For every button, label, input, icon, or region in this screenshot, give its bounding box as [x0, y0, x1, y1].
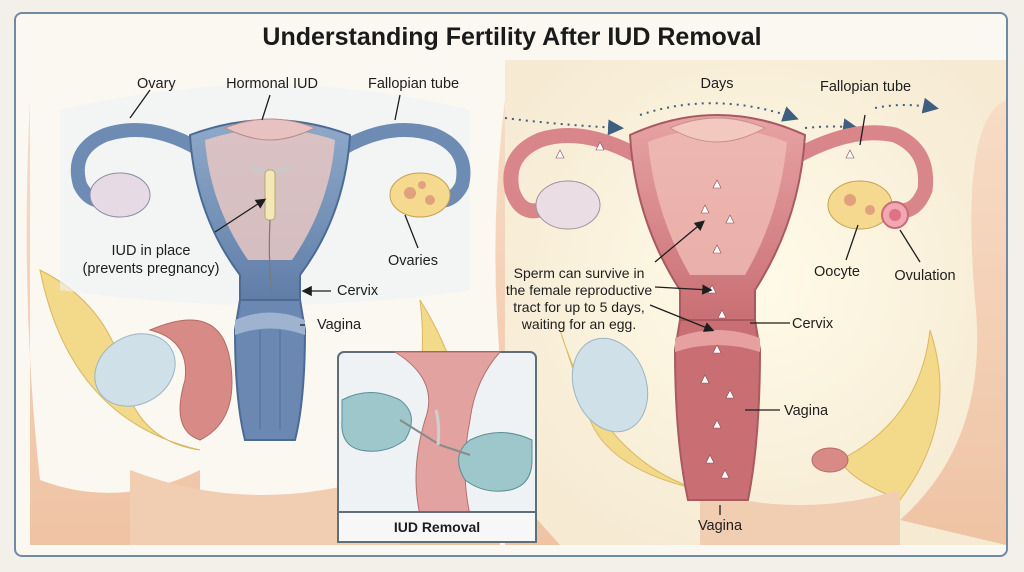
- label-right-vagina-lower: Vagina: [698, 518, 743, 534]
- label-ovulation: Ovulation: [894, 268, 955, 284]
- glove-left: [342, 393, 412, 452]
- label-prevents-pregnancy: (prevents pregnancy): [82, 261, 219, 277]
- label-days: Days: [700, 76, 733, 92]
- label-left-vagina: Vagina: [317, 317, 362, 333]
- follicle: [404, 187, 416, 199]
- label-left-cervix: Cervix: [337, 283, 379, 299]
- sperm-note-line-3: tract for up to 5 days,: [513, 299, 645, 315]
- left-ovary-right: [390, 173, 450, 217]
- label-ovary: Ovary: [137, 76, 176, 92]
- glove-right: [459, 433, 532, 492]
- follicle: [418, 181, 426, 189]
- sperm-note-line-1: Sperm can survive in: [514, 265, 645, 281]
- left-ovary-left: [90, 173, 150, 217]
- follicle: [844, 194, 856, 206]
- label-iud-in-place: IUD in place: [112, 243, 191, 259]
- sperm-note-line-4: waiting for an egg.: [521, 316, 636, 332]
- label-right-vagina-upper: Vagina: [784, 403, 829, 419]
- follicle: [865, 205, 875, 215]
- right-ovary-right: [828, 181, 892, 229]
- inset-caption: IUD Removal: [394, 519, 480, 535]
- diagram-title: Understanding Fertility After IUD Remova…: [262, 23, 761, 51]
- right-bowel: [812, 448, 848, 472]
- right-ovary-left: [536, 181, 600, 229]
- follicle: [425, 195, 435, 205]
- label-hormonal-iud: Hormonal IUD: [226, 76, 318, 92]
- sperm-note-line-2: the female reproductive: [506, 282, 653, 298]
- oocyte-nucleus: [889, 209, 901, 221]
- label-ovaries: Ovaries: [388, 253, 438, 269]
- label-right-cervix: Cervix: [792, 316, 834, 332]
- label-left-fallopian-tube: Fallopian tube: [368, 76, 459, 92]
- label-oocyte: Oocyte: [814, 264, 860, 280]
- label-right-fallopian-tube: Fallopian tube: [820, 79, 911, 95]
- removal-inset: [338, 352, 536, 542]
